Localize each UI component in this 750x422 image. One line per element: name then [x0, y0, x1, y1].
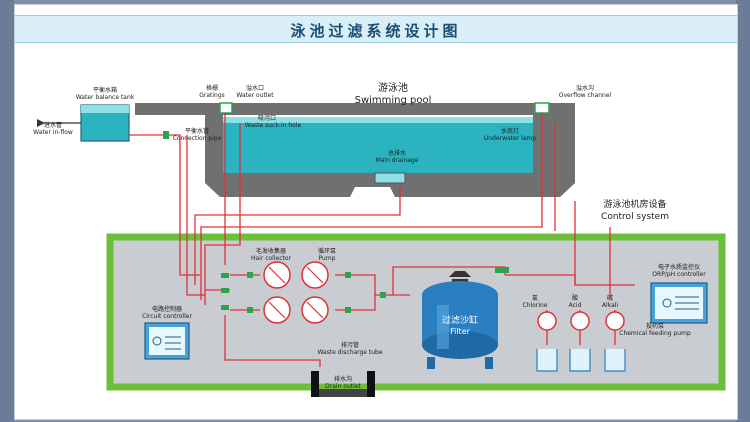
valve-5 — [247, 272, 253, 278]
pump-top — [301, 261, 329, 289]
dosing-pump-alkali — [605, 311, 625, 331]
grating-left — [219, 102, 233, 114]
pool-structure — [135, 102, 575, 197]
label-control-cn: 游泳池机房设备 — [603, 198, 666, 210]
valve-7 — [345, 272, 351, 278]
dosing-pump-chlorine — [537, 311, 557, 331]
label-drainage-cn: 总排水 — [388, 149, 406, 157]
label-acid-cn: 酸 — [572, 294, 578, 302]
label-hair-en: Hair collector — [251, 255, 292, 262]
label-control-en: Control system — [601, 212, 669, 222]
pipe-main-drainage — [194, 185, 401, 285]
machine-room — [106, 233, 726, 391]
label-discharge-cn: 排污管 — [341, 341, 359, 349]
label-pump-cn: 循环泵 — [318, 247, 336, 255]
label-balance-tank-en: Water balance tank — [76, 94, 135, 101]
valve-3 — [221, 288, 229, 293]
label-overflow-en: Overflow channel — [559, 92, 612, 99]
dosing-pump-acid — [570, 311, 590, 331]
label-water-outlet-en: Water outlet — [236, 92, 274, 99]
label-orp-en: ORP/pH controller — [652, 271, 706, 278]
circuit-controller — [144, 322, 190, 360]
label-inflow-en: Water in-flow — [33, 129, 73, 136]
title-band: 泳池过滤系统设计图 — [15, 15, 737, 43]
balance-tank — [37, 104, 130, 142]
valve-10 — [495, 267, 509, 273]
chemical-dosing — [536, 311, 626, 372]
label-drain-cn: 排水沟 — [334, 375, 352, 383]
label-pool-en: Swimming pool — [355, 95, 432, 106]
label-feeding-cn: 投药泵 — [646, 322, 664, 330]
diagram-sheet: 泳池过滤系统设计图 — [14, 4, 738, 420]
left-frame — [0, 0, 14, 422]
pool-deck — [135, 103, 575, 115]
label-chlorine-cn: 氯 — [532, 294, 538, 302]
orp-controller — [650, 282, 708, 324]
label-lamp-en: Underwater lamp — [484, 135, 536, 142]
pipe-connection — [186, 135, 205, 296]
label-overflow-cn: 溢水沟 — [576, 84, 594, 92]
pipe-waste-discharge — [224, 315, 321, 367]
label-waste-en: Waste suck-in hole — [245, 122, 302, 129]
valve-6 — [247, 307, 253, 313]
label-chlorine-en: Chlorine — [523, 302, 548, 309]
label-pool-cn: 游泳池 — [378, 81, 408, 94]
pipe-balance-to-room — [129, 134, 200, 276]
chlorine-container — [536, 349, 558, 372]
filtration-diagram: 平衡水箱 Water balance tank 进水管 Water in-flo… — [33, 81, 726, 397]
pool-wall — [205, 115, 575, 197]
valve-8 — [345, 307, 351, 313]
pool-surface — [223, 117, 533, 123]
label-acid-en: Acid — [569, 302, 582, 309]
label-balance-tank-cn: 平衡水箱 — [93, 86, 117, 94]
label-connection-cn: 平衡水管 — [185, 127, 209, 135]
alkali-container — [604, 349, 626, 372]
right-frame — [736, 0, 750, 422]
label-gratings-cn: 格栅 — [206, 84, 218, 92]
pool-water — [223, 117, 533, 173]
label-lamp-cn: 水底灯 — [501, 127, 519, 135]
label-orp-cn: 电子水质监控仪 — [658, 263, 700, 271]
hair-collector-bottom — [263, 296, 291, 324]
valve-1 — [163, 131, 169, 139]
pipe-overflow — [200, 113, 543, 300]
label-feeding-en: Chemical feeding pump — [619, 330, 691, 337]
label-circuit-en: Circuit controller — [142, 313, 192, 320]
label-drain-en: Drain outlet — [325, 383, 361, 390]
label-discharge-en: Waste discharge tube — [317, 349, 382, 356]
label-alkali-en: Alkali — [602, 302, 618, 309]
label-hair-cn: 毛发收集器 — [256, 247, 286, 255]
pump-bottom — [301, 296, 329, 324]
main-drain-box — [374, 172, 406, 184]
label-filter-cn: 过滤沙缸 — [442, 314, 478, 326]
valves — [163, 131, 509, 313]
label-connection-en: Connection pipe — [173, 135, 222, 142]
hair-collector-top — [263, 261, 291, 289]
valve-4 — [221, 305, 229, 310]
drain-outlet — [311, 371, 375, 397]
label-waste-cn: 吸污口 — [258, 114, 276, 122]
label-pump-en: Pump — [319, 255, 336, 262]
label-circuit-cn: 电路控制器 — [152, 305, 182, 313]
valve-2 — [221, 273, 229, 278]
label-drainage-en: Main drainage — [376, 157, 419, 164]
label-alkali-cn: 碱 — [607, 295, 613, 302]
label-inflow-cn: 进水管 — [44, 121, 62, 129]
collector-pump-group — [263, 261, 329, 324]
valve-9 — [380, 292, 386, 298]
grating-right — [534, 102, 550, 114]
pipe-to-collectors — [230, 274, 260, 311]
labels: 平衡水箱 Water balance tank 进水管 Water in-flo… — [33, 81, 706, 390]
label-filter-en: Filter — [450, 327, 471, 336]
inflow-arrow-icon — [37, 119, 45, 127]
acid-container — [569, 349, 591, 372]
diagram-title: 泳池过滤系统设计图 — [290, 22, 462, 40]
sand-filter — [422, 271, 498, 369]
label-gratings-en: Gratings — [199, 92, 225, 99]
pipe-waste-suck — [204, 123, 241, 305]
label-water-outlet-cn: 溢水口 — [246, 84, 264, 92]
balance-tank-surface — [81, 105, 129, 113]
